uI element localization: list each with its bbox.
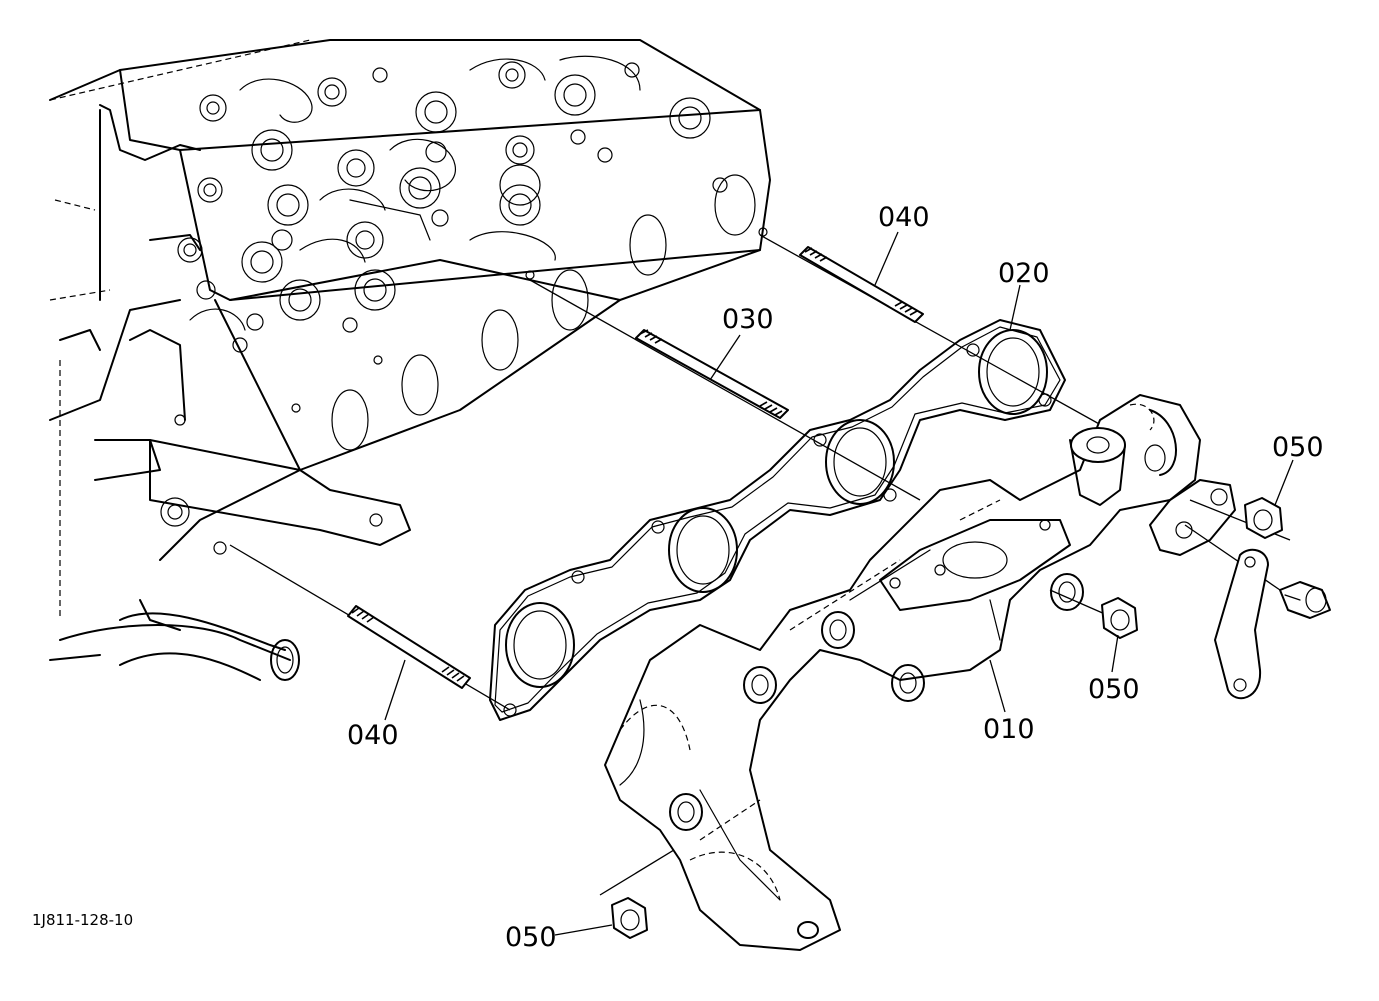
callout-040-bottom: 040 bbox=[347, 720, 399, 751]
nut-050-right bbox=[1244, 497, 1283, 539]
lifting-hanger bbox=[1214, 548, 1269, 700]
callout-020: 020 bbox=[998, 258, 1050, 289]
gasket-020 bbox=[489, 319, 1066, 721]
stud-040-bottom bbox=[347, 605, 471, 689]
callout-040-top: 040 bbox=[878, 202, 930, 233]
callout-050-mid: 050 bbox=[1088, 674, 1140, 705]
callout-050-bottom: 050 bbox=[505, 922, 557, 953]
flange-bolt bbox=[1279, 581, 1331, 619]
cylinder-head bbox=[49, 39, 771, 681]
nut-050-mid bbox=[1101, 597, 1138, 639]
callout-010: 010 bbox=[983, 714, 1035, 745]
callout-labels: 040 020 030 050 050 010 040 050 bbox=[347, 202, 1324, 953]
figure-id: 1J811-128-10 bbox=[32, 911, 133, 929]
mounting-bracket bbox=[94, 414, 411, 555]
callout-050-right: 050 bbox=[1272, 432, 1324, 463]
stud-040-top bbox=[799, 246, 924, 323]
exhaust-manifold-010 bbox=[604, 394, 1236, 951]
callout-leaders bbox=[384, 231, 1294, 936]
stud-030 bbox=[635, 329, 789, 419]
nut-050-bottom bbox=[611, 897, 648, 939]
callout-030: 030 bbox=[722, 304, 774, 335]
coolant-pipe bbox=[119, 612, 300, 681]
